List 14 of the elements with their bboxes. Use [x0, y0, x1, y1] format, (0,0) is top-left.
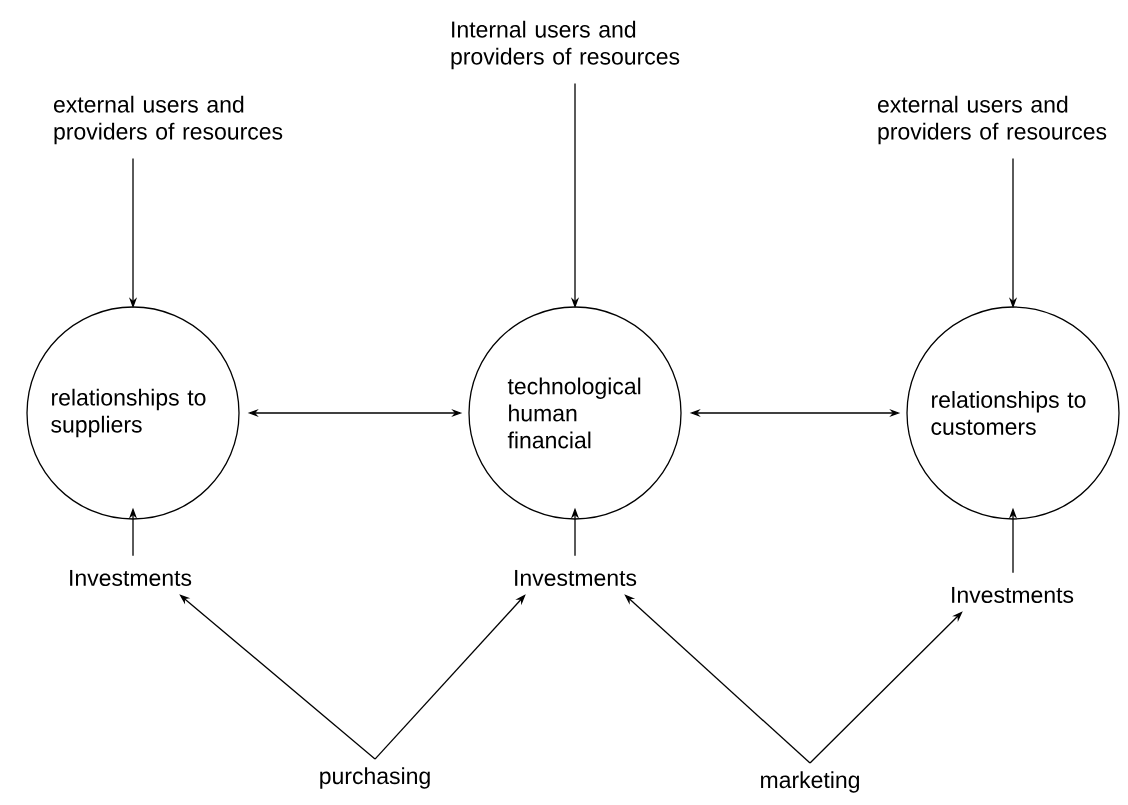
circle-node: relationships to customers — [906, 306, 1120, 520]
text-label: Investments — [952, 586, 1074, 603]
arrow — [624, 594, 811, 764]
circle-node: technological human financial — [468, 306, 682, 520]
text-label: purchasing — [320, 767, 430, 789]
text-label: external users and providers of resources — [54, 95, 283, 145]
circle-node: relationships to suppliers — [26, 306, 240, 520]
arrow — [374, 594, 526, 760]
text-label: Investments — [70, 569, 192, 586]
text-label: Internal users and providers of resources — [451, 20, 680, 70]
arrow — [809, 611, 963, 764]
text-label: external users and providers of resources — [878, 95, 1107, 145]
text-label: marketing — [761, 771, 859, 793]
text-label: Investments — [515, 569, 637, 586]
